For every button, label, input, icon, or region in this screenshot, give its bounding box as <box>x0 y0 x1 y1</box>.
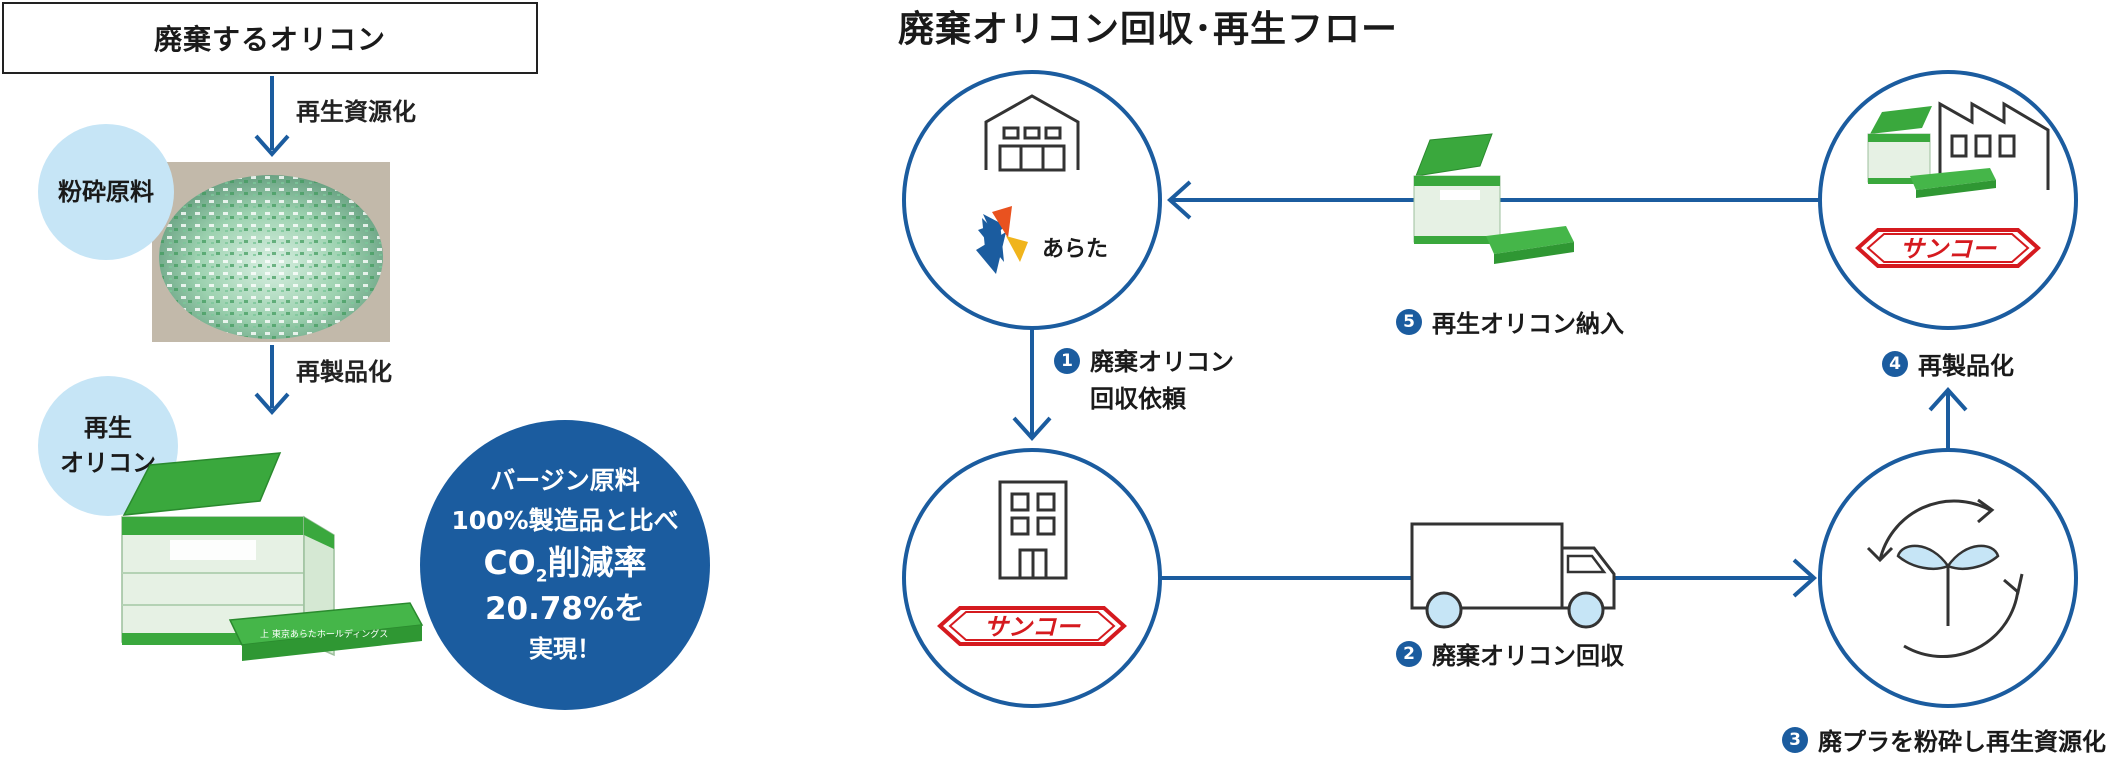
factory-crate-image <box>1867 106 1996 198</box>
factory-icon <box>1938 101 2050 190</box>
step1-line1: 廃棄オリコン <box>1090 348 1234 376</box>
step2-label: 2 廃棄オリコン回収 <box>1396 636 1624 671</box>
crate-label: オリコン <box>60 449 156 477</box>
node-sanko-factory-circle <box>1818 70 2078 330</box>
step4-number: 4 <box>1882 350 1908 377</box>
sanko-logo-icon: サンコー <box>937 606 1127 646</box>
crushed-material-photo <box>152 162 390 342</box>
delivery-truck-icon <box>1410 522 1616 629</box>
step3-text: 廃プラを粉砕し再生資源化 <box>1818 728 2106 756</box>
arata-label: あらた <box>1042 237 1108 262</box>
step5-number: 5 <box>1396 308 1422 335</box>
callout-line4: 20.78%を <box>484 590 646 627</box>
step1-number: 1 <box>1054 348 1080 374</box>
recycle-step-label: 再生資源化 <box>296 98 416 126</box>
step1-line2: 回収依頼 <box>1090 385 1186 414</box>
crushed-material-bubble: 粉砕原料 <box>38 124 174 260</box>
disposal-title-box: 廃棄するオリコン <box>2 2 538 74</box>
arata-logo-icon <box>976 206 1028 274</box>
office-building-icon <box>998 480 1068 580</box>
step4-label: 4 再製品化 <box>1882 346 2014 381</box>
crushed-material-label: 粉砕原料 <box>58 177 154 206</box>
co2-reduction-callout: バージン原料 100%製造品と比べ CO2削減率 20.78%を 実現！ <box>420 420 710 710</box>
sanko-logo-factory-icon: サンコー <box>1855 228 2041 268</box>
step5-label: 5 再生オリコン納入 <box>1396 304 1624 339</box>
crate-print: 上 東京あらたホールディングス <box>260 628 388 640</box>
warehouse-icon <box>984 94 1080 172</box>
sanko-label-2: サンコー <box>1900 235 1997 263</box>
callout-co2-line: CO2削減率 <box>483 541 646 589</box>
callout-line3: 削減率 <box>547 543 647 583</box>
callout-line5: 実現！ <box>529 635 601 664</box>
callout-sub: 2 <box>535 566 548 587</box>
callout-line1: バージン原料 <box>490 466 640 496</box>
callout-co: CO <box>483 543 536 583</box>
step5-text: 再生オリコン納入 <box>1432 310 1624 338</box>
flow-title: 廃棄オリコン回収･再生フロー <box>898 9 1399 50</box>
delivered-crate-image <box>1413 133 1574 264</box>
node-arata-circle <box>902 70 1162 330</box>
disposal-title: 廃棄するオリコン <box>153 23 386 56</box>
step4-text: 再製品化 <box>1918 352 2014 380</box>
callout-line2: 100%製造品と比べ <box>451 506 679 536</box>
step1-label: 1 廃棄オリコン 回収依頼 <box>1054 344 1234 418</box>
step1-text: 廃棄オリコン 回収依頼 <box>1090 344 1234 418</box>
sanko-label-1: サンコー <box>984 613 1081 641</box>
step2-number: 2 <box>1396 640 1422 667</box>
remanufacture-step-label: 再製品化 <box>296 358 392 386</box>
recycled-label: 再生 <box>84 414 132 443</box>
recycled-crate-image: 上 東京あらたホールディングス <box>121 452 424 661</box>
left-arrows <box>254 76 290 416</box>
step3-label: 3 廃プラを粉砕し再生資源化 <box>1782 722 2106 757</box>
step2-text: 廃棄オリコン回収 <box>1432 642 1624 670</box>
step3-number: 3 <box>1782 726 1808 753</box>
recycle-sprout-icon <box>1866 498 2024 658</box>
